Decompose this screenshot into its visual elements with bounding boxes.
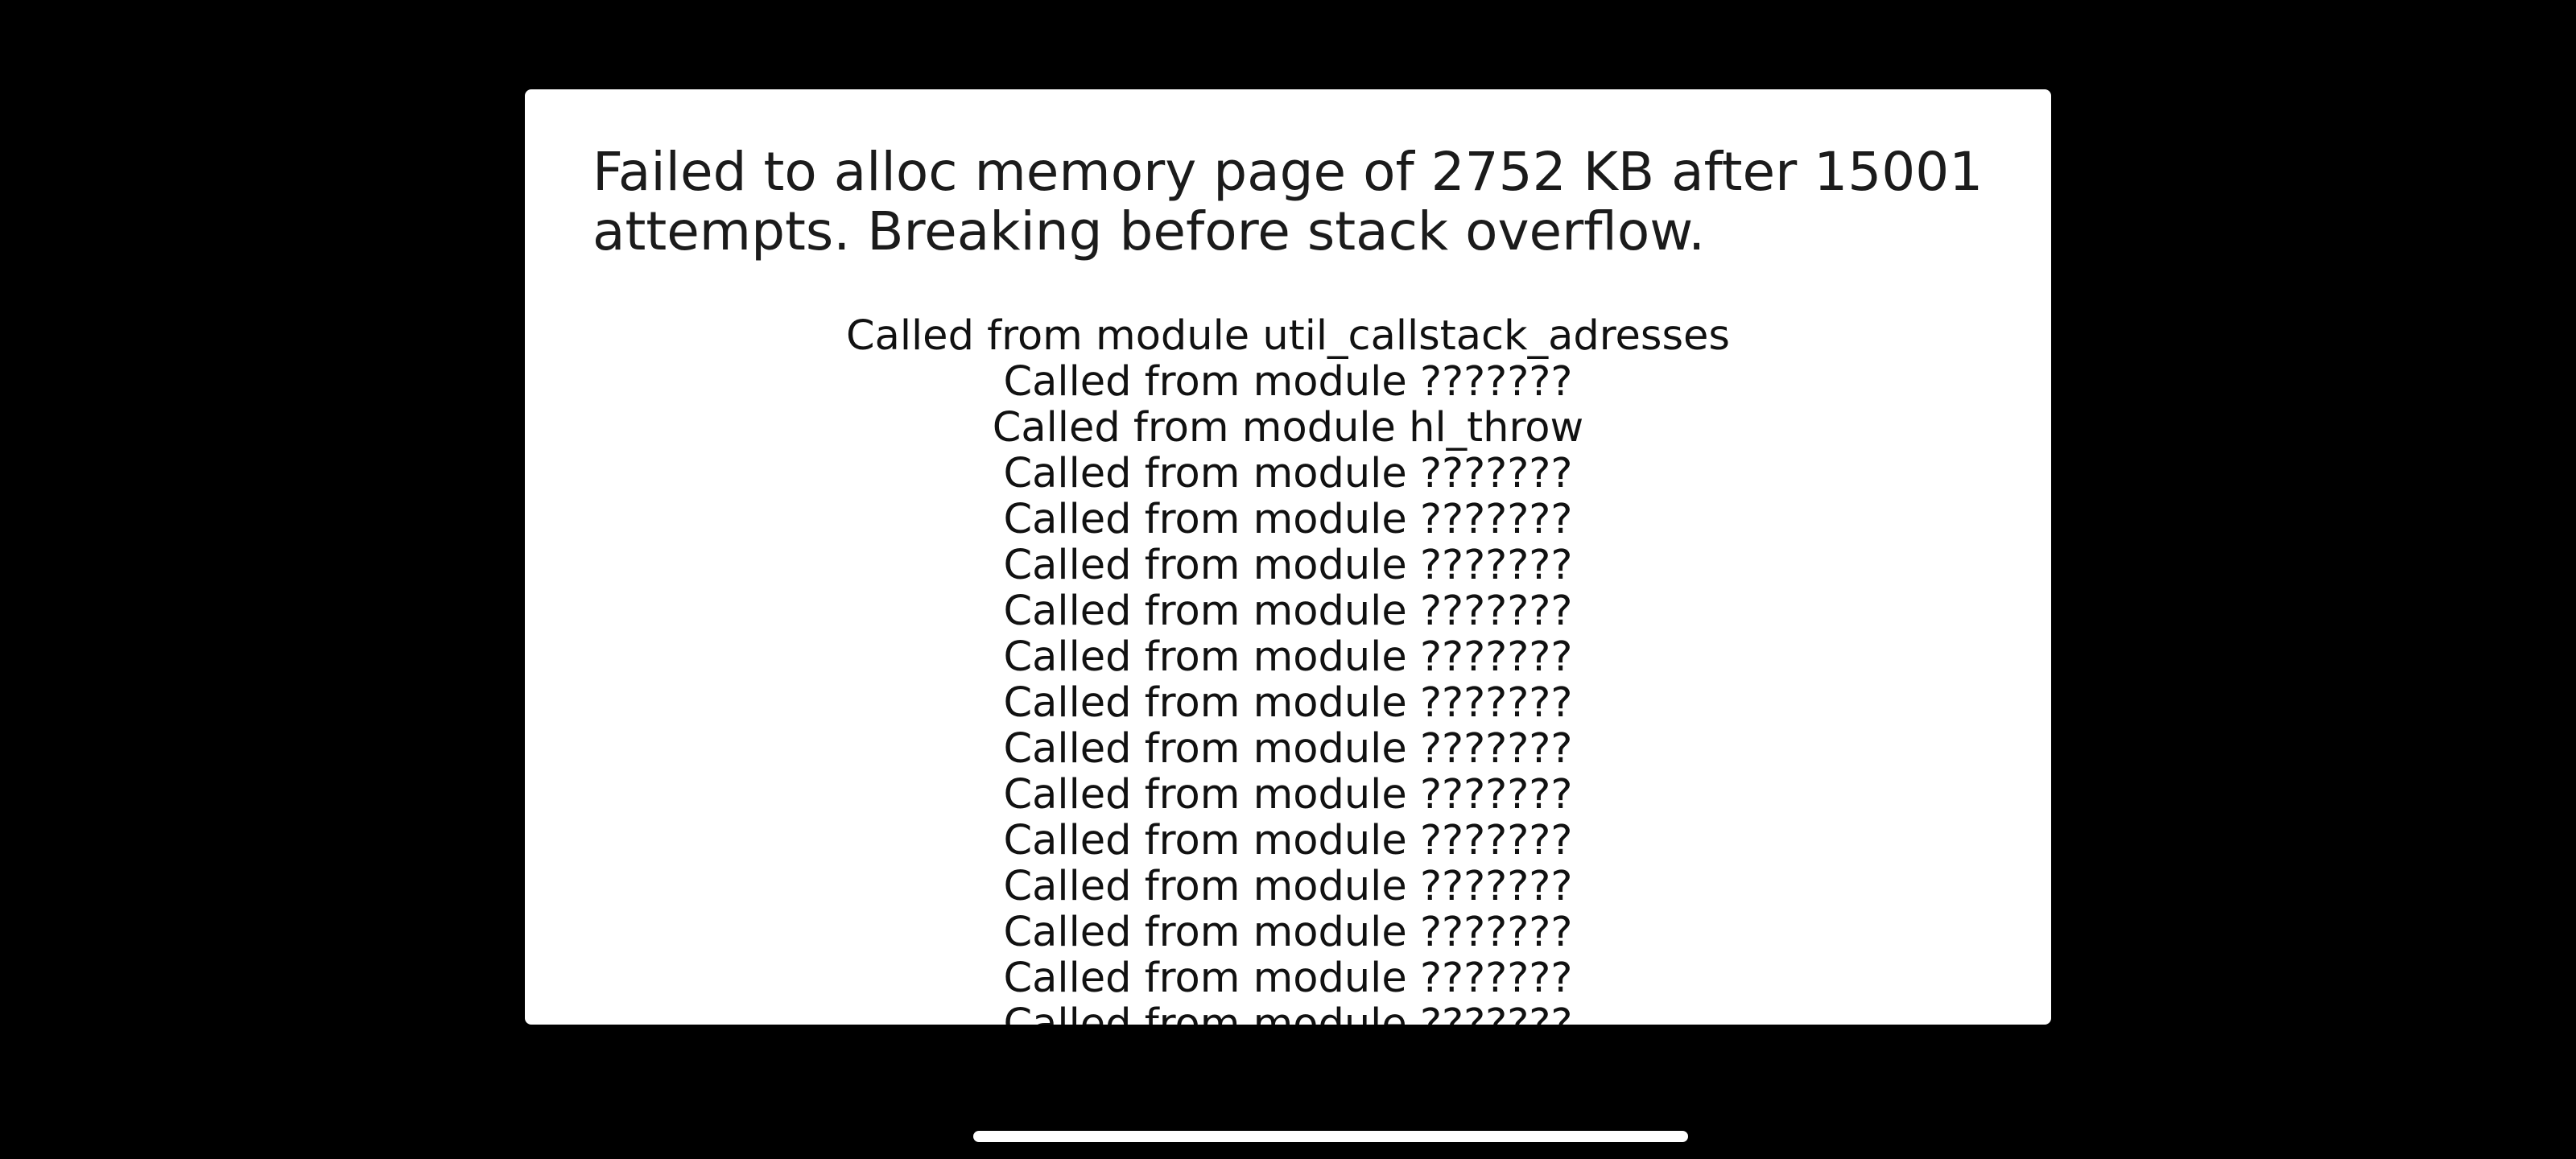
stack-trace-line: Called from module ??????? xyxy=(1003,496,1573,543)
stack-trace-line: Called from module hl_throw xyxy=(992,404,1584,452)
stack-trace-line: Called from module ??????? xyxy=(1003,909,1573,956)
error-message: Failed to alloc memory page of 2752 KB a… xyxy=(592,141,1984,262)
stack-trace-line: Called from module ??????? xyxy=(1003,358,1573,406)
stack-trace-line: Called from module ??????? xyxy=(1003,679,1573,727)
error-message-line-2: attempts. Breaking before stack overflow… xyxy=(592,200,1706,262)
home-indicator[interactable] xyxy=(973,1131,1688,1142)
error-dialog: Failed to alloc memory page of 2752 KB a… xyxy=(525,89,2051,1025)
stack-trace-line: Called from module ??????? xyxy=(1003,817,1573,864)
error-message-line-1: Failed to alloc memory page of 2752 KB a… xyxy=(592,141,1984,203)
stack-trace-line: Called from module ??????? xyxy=(1003,542,1573,589)
stack-trace-line: Called from module util_callstack_adress… xyxy=(845,312,1731,360)
stack-trace[interactable]: Called from module util_callstack_adress… xyxy=(525,313,2051,1025)
stack-trace-line: Called from module ??????? xyxy=(1003,955,1573,1002)
stack-trace-line: Called from module ??????? xyxy=(1003,771,1573,819)
stack-trace-line: Called from module ??????? xyxy=(1003,1000,1573,1025)
stack-trace-line: Called from module ??????? xyxy=(1003,725,1573,773)
stack-trace-line: Called from module ??????? xyxy=(1003,633,1573,681)
stack-trace-line: Called from module ??????? xyxy=(1003,863,1573,910)
stack-trace-line: Called from module ??????? xyxy=(1003,588,1573,635)
stack-trace-line: Called from module ??????? xyxy=(1003,450,1573,497)
